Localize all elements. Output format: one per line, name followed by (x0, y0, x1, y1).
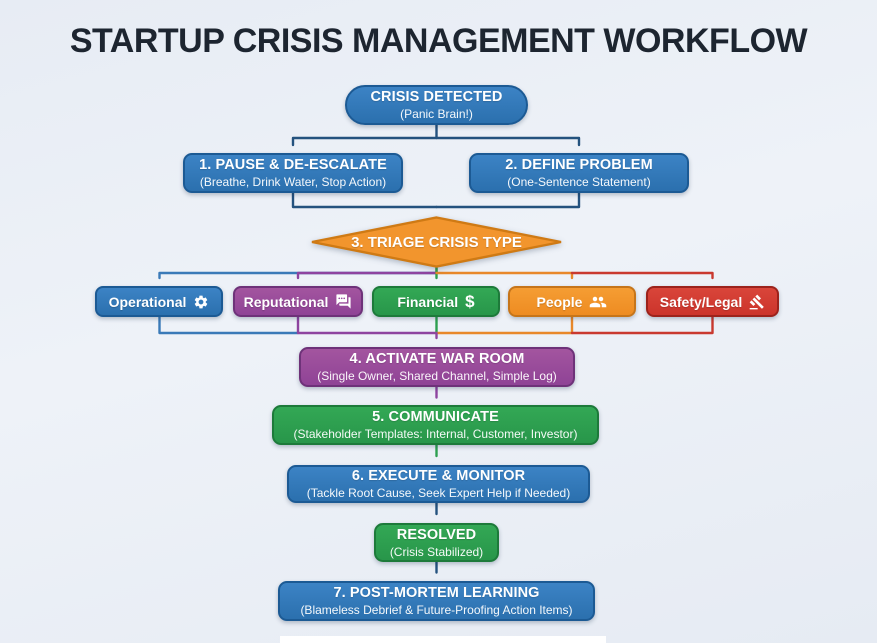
dollar-icon: $ (465, 291, 475, 311)
connector-triage-to-types (158, 266, 714, 280)
activate-war-room-node: 4. ACTIVATE WAR ROOM (Single Owner, Shar… (299, 347, 575, 387)
activate-war-room-sub: (Single Owner, Shared Channel, Simple Lo… (317, 369, 557, 383)
reputational-label: Reputational (243, 293, 329, 310)
post-mortem-node: 7. POST-MORTEM LEARNING (Blameless Debri… (278, 581, 595, 621)
pause-deescalate-sub: (Breathe, Drink Water, Stop Action) (199, 175, 387, 189)
crisis-type-financial: Financial $ (372, 286, 500, 317)
connector-crisis-to-steps (291, 123, 581, 147)
people-icon (589, 293, 607, 311)
triage-diamond-node: 3. TRIAGE CRISIS TYPE (310, 216, 563, 268)
connector-war-room-to-communicate (435, 385, 438, 399)
page-title: STARTUP CRISIS MANAGEMENT WORKFLOW (69, 22, 808, 60)
define-problem-sub: (One-Sentence Statement) (507, 175, 651, 189)
triage-diamond-shape (311, 216, 562, 268)
pause-deescalate-node: 1. PAUSE & DE-ESCALATE (Breathe, Drink W… (183, 153, 403, 193)
connector-communicate-to-execute (435, 443, 438, 458)
communicate-node: 5. COMMUNICATE (Stakeholder Templates: I… (272, 405, 599, 445)
connector-steps-to-triage (291, 191, 581, 209)
post-mortem-sub: (Blameless Debrief & Future-Proofing Act… (300, 603, 573, 617)
activate-war-room-label: 4. ACTIVATE WAR ROOM (349, 351, 525, 367)
communicate-sub: (Stakeholder Templates: Internal, Custom… (293, 427, 578, 441)
resolved-label: RESOLVED (396, 526, 477, 543)
define-problem-node: 2. DEFINE PROBLEM (One-Sentence Statemen… (469, 153, 689, 193)
crisis-detected-sub: (Panic Brain!) (400, 107, 473, 121)
people-label: People (536, 293, 583, 310)
communicate-label: 5. COMMUNICATE (372, 409, 499, 425)
gavel-icon (749, 294, 765, 310)
safety-legal-label: Safety/Legal (659, 293, 743, 310)
crisis-detected-label: CRISIS DETECTED (370, 89, 503, 105)
define-problem-label: 2. DEFINE PROBLEM (505, 157, 653, 173)
gear-icon (193, 294, 209, 310)
operational-label: Operational (108, 293, 187, 310)
pause-deescalate-label: 1. PAUSE & DE-ESCALATE (199, 157, 387, 173)
crisis-detected-node: CRISIS DETECTED (Panic Brain!) (345, 85, 528, 125)
post-mortem-label: 7. POST-MORTEM LEARNING (333, 585, 540, 601)
connector-execute-to-resolved (435, 501, 438, 516)
crisis-type-people: People (508, 286, 636, 317)
crisis-type-operational: Operational (95, 286, 223, 317)
resolved-node: RESOLVED (Crisis Stabilized) (374, 523, 499, 562)
execute-monitor-label: 6. EXECUTE & MONITOR (351, 468, 526, 484)
execute-monitor-sub: (Tackle Root Cause, Seek Expert Help if … (306, 486, 571, 500)
triage-label: 3. TRIAGE CRISIS TYPE (351, 233, 522, 251)
resolved-sub: (Crisis Stabilized) (389, 544, 484, 559)
bottom-white-strip (280, 636, 606, 643)
connector-types-to-war-room (158, 315, 714, 340)
crisis-type-reputational: Reputational (233, 286, 363, 317)
speech-bubbles-icon (335, 293, 352, 310)
connector-resolved-to-postmortem (435, 560, 438, 574)
execute-monitor-node: 6. EXECUTE & MONITOR (Tackle Root Cause,… (287, 465, 590, 503)
financial-label: Financial (397, 293, 459, 310)
crisis-type-safety-legal: Safety/Legal (646, 286, 779, 317)
